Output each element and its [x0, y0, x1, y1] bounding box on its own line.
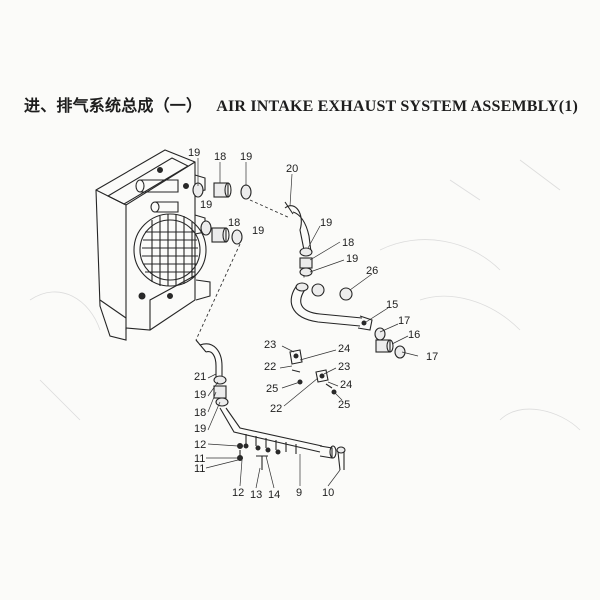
callout-10: 10: [322, 487, 334, 499]
small-hardware: [237, 443, 268, 470]
callout-15: 15: [386, 299, 398, 311]
bracket-left: [289, 349, 303, 385]
callout-19g: 19: [194, 389, 206, 401]
pipe-9: [219, 407, 337, 459]
callout-9: 9: [296, 487, 302, 499]
callout-16: 16: [408, 329, 420, 341]
callout-19d: 19: [346, 253, 358, 265]
callout-22a: 22: [264, 361, 276, 373]
callout-labels: 19 18 19 20 19 18 19 19 18 19 26 15 17 1…: [188, 147, 438, 501]
callout-19c: 19: [320, 217, 332, 229]
callout-26: 26: [366, 265, 378, 277]
callout-24b: 24: [340, 379, 352, 391]
callout-11b: 11: [194, 463, 205, 475]
callout-20: 20: [286, 163, 298, 175]
callout-22b: 22: [270, 403, 282, 415]
bolt-10: [336, 446, 346, 471]
callout-23b: 23: [338, 361, 350, 373]
callout-11a: 11: [194, 453, 205, 465]
callout-14: 14: [268, 489, 280, 501]
clamp-26: [311, 283, 353, 301]
callout-21: 21: [194, 371, 206, 383]
callout-19h: 19: [194, 423, 206, 435]
title-chinese: 进、排气系统总成（一）: [24, 98, 203, 115]
callout-18b: 18: [342, 237, 354, 249]
callout-17a: 17: [398, 315, 410, 327]
callout-12a: 12: [194, 439, 206, 451]
bracket-right: [315, 369, 337, 395]
callout-13: 13: [250, 489, 262, 501]
upper-fittings: [192, 182, 252, 245]
background-ghost: [29, 159, 581, 431]
pipe-15: [290, 282, 373, 331]
callout-12b: 12: [232, 487, 244, 499]
callout-19a: 19: [188, 147, 200, 159]
pipe-20: [284, 201, 313, 277]
callout-19f: 19: [252, 225, 264, 237]
leader-lines: [197, 158, 419, 489]
callout-25b: 25: [338, 399, 350, 411]
callout-23a: 23: [264, 339, 276, 351]
callout-19b: 19: [240, 151, 252, 163]
right-fittings: [374, 327, 406, 359]
callout-25a: 25: [266, 383, 278, 395]
callout-17b: 17: [426, 351, 438, 363]
callout-18d: 18: [194, 407, 206, 419]
callout-18c: 18: [228, 217, 240, 229]
page-title: 进、排气系统总成（一） AIR INTAKE EXHAUST SYSTEM ASS…: [24, 92, 578, 116]
title-english: AIR INTAKE EXHAUST SYSTEM ASSEMBLY(1): [216, 98, 579, 115]
callout-18a: 18: [214, 151, 226, 163]
elbow-21: [195, 339, 229, 407]
callout-24a: 24: [338, 343, 350, 355]
radiator-assembly: [95, 149, 211, 341]
callout-19e: 19: [200, 199, 212, 211]
connection-lines: [195, 199, 305, 346]
